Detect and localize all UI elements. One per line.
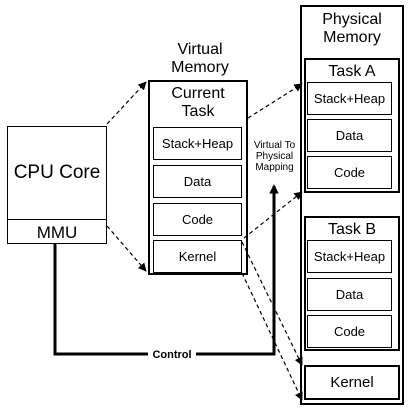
- task-a-data-segment: Data: [307, 119, 392, 152]
- physical-memory-heading: Physical Memory: [322, 11, 382, 46]
- control-label-bg: [148, 347, 196, 361]
- task-b-title: Task B: [327, 221, 376, 238]
- current-task-label: Current Task: [171, 85, 225, 120]
- cpu-to-virtual-bottom-arrow: [106, 225, 147, 272]
- virtual-stack-heap-segment: Stack+Heap: [153, 127, 242, 160]
- task-b-code-segment: Code: [307, 315, 392, 348]
- virtual-kernel-segment: Kernel: [153, 240, 242, 273]
- kernel-to-physical-bottom-arrow: [241, 272, 303, 401]
- cpu-to-virtual-top-arrow: [106, 81, 147, 125]
- control-label: Control: [152, 349, 191, 361]
- virtual-memory-heading: Virtual Memory: [171, 41, 229, 76]
- task-a-title: Task A: [328, 63, 376, 80]
- task-b-stack-heap-segment: Stack+Heap: [307, 240, 392, 273]
- control-line: [53, 184, 279, 356]
- cpu-core-label: CPU Core: [13, 162, 101, 183]
- physical-kernel-segment: Kernel: [304, 365, 400, 400]
- mapping-label: Virtual To Physical Mapping: [253, 140, 296, 173]
- kernel-to-physical-top-arrow: [241, 241, 303, 366]
- mmu-block: MMU: [7, 219, 107, 245]
- task-a-code-segment: Code: [307, 156, 392, 189]
- task-b-data-segment: Data: [307, 278, 392, 311]
- virtual-code-segment: Code: [153, 203, 242, 236]
- cpu-core-block: CPU Core MMU: [7, 126, 107, 244]
- task-a-stack-heap-segment: Stack+Heap: [307, 82, 392, 115]
- virtual-data-segment: Data: [153, 165, 242, 198]
- virtual-to-task-a-top-arrow: [247, 83, 303, 119]
